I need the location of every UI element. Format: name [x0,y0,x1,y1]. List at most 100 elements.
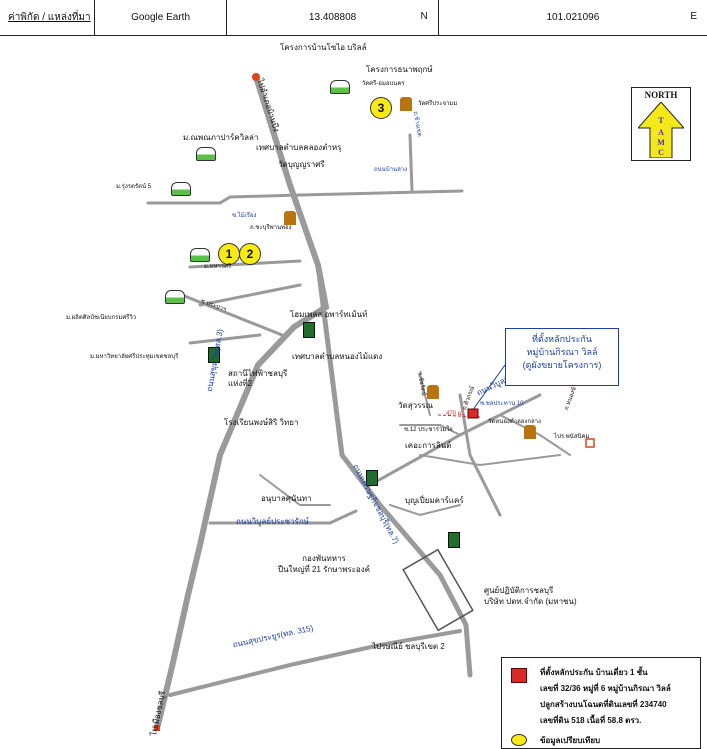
legend-line: เลขที่ดิน 518 เนื้อที่ 58.8 ตรว. [540,716,642,725]
place-label: ซ.12 ประชาร่วมใจ [404,427,453,433]
legend-line: ที่ตั้งหลักประกัน บ้านเดี่ยว 1 ชั้น [540,668,648,677]
tamc-letter: C [658,148,664,157]
place-label: สถานีไฟฟ้าชลบุรี แห่งที่2 [228,369,288,388]
road-left-4 [198,283,302,307]
building-icon [208,347,220,363]
legend-line: ปลูกสร้างบนโฉนดที่ดินเลขที่ 234740 [540,700,667,709]
legend-line: เลขที่ 32/36 หมู่ที่ 6 หมู่บ้านกิรณา วิล… [540,684,671,693]
place-label: โครงการบ้านโซไอ บริลล์ [280,43,367,52]
building-icon [448,532,460,548]
road-network [146,73,595,731]
place-label: ไปรษณีย์ ชลบุรีเขต 2 [372,642,445,651]
north-arrow-icon [638,102,684,158]
distance-label: 470 ม. [446,411,464,417]
place-label: วัดบุญญราศรี [278,160,325,169]
highway-7 [315,262,473,678]
latitude-cell: 13.408808 N [227,0,439,35]
longitude-unit: E [690,11,697,22]
place-label: ม.มหาวิทยาลัยศรีประทุมเขตชลบุรี [90,354,179,360]
place-label: บุญเปี่ยมคาร์แคร์ [405,496,464,505]
place-label: โครงการธนาพฤกษ์ [366,65,433,74]
road-mid-3 [368,393,542,487]
callout-line: หมู่บ้านกิรณา วิลล์ [526,347,598,357]
place-label: วัดหนองตำลองกลาง [488,419,541,425]
main-highway [155,74,330,728]
road-mid-8 [389,504,461,517]
callout-pointer [471,364,506,412]
road-left-3 [180,293,284,337]
legend-line: ข้อมูลเปรียบเทียบ [540,736,601,745]
temple-icon [284,211,296,225]
place-label: ม.ผลิตศิลป์ชเนียบกรมศรีวิว [66,315,137,321]
site-callout: ที่ตั้งหลักประกัน หมู่บ้านกิรณา วิลล์ (ด… [505,328,619,386]
building-icon [303,322,315,338]
place-label: เทศบาลตำบลหนองไม้แดง [292,352,383,361]
site-swatch-icon [511,668,527,683]
place-label: ซ.ชลประทาน 10 [480,401,524,407]
coord-label: ค่าพิกัด / แหล่งที่มา [0,0,95,35]
place-label: กองพันทหาร ปืนใหญ่ที่ 21 รักษาพระองค์ [278,554,370,574]
tamc-letter: M [657,138,665,147]
callout-line: ที่ตั้งหลักประกัน [531,334,593,344]
road-label: ถนนบ้านล่าง [374,167,408,173]
callout-line: (ดูผังขยายโครงการ) [522,360,602,370]
map-legend: ที่ตั้งหลักประกัน บ้านเดี่ยว 1 ชั้น เลขท… [501,657,701,749]
road-label: ซ.ไม้เรียง [232,213,257,219]
place-label: วัดสุวรรณ [398,401,434,410]
coordinates-header: ค่าพิกัด / แหล่งที่มา Google Earth 13.40… [0,0,707,36]
road-mid-1 [208,509,358,525]
place-label: โรงเรียนพงษ์สิริ วิทยา [224,418,299,427]
place-label: ไปร.พนัสนิคม [554,434,590,440]
road-mid-9 [499,414,571,456]
site-marker [467,408,479,419]
building-icon [366,470,378,486]
place-label: ม.ทหารศรี [204,264,232,270]
place-label: เทศบาลตำบลคลองตำหรุ [256,143,342,152]
road-left-5 [188,333,262,345]
road-label: ถนนวิบูลย์ประชารักษ์ [236,517,309,526]
place-label: ม.ณพณภาปาร์ควิลล่า [183,133,259,142]
road-mid-6 [458,393,502,517]
temple-icon [400,97,412,111]
house-icon [190,248,210,262]
place-label: วัดศรี-อมอบนคร [362,81,405,87]
compare-swatch-icon [511,734,527,746]
house-icon [196,147,216,161]
road-label: ถ.ชะบุรีพานทอง [250,225,292,231]
road-mid-7 [419,454,561,467]
house-icon [165,290,185,304]
road-top-right [228,189,464,199]
latitude-unit: N [420,11,428,22]
north-arrow: NORTH T A M C [631,87,691,161]
top-origin [252,73,260,81]
bottom-endpoint [154,725,160,731]
latitude-value: 13.408808 [308,12,357,23]
road-mid-5 [419,374,431,416]
place-label: โฮมเพลส อพาร์ทเม้นท์ [290,310,368,319]
road-mid-4 [399,424,461,436]
longitude-cell: 101.021096 E [439,0,707,35]
longitude-value: 101.021096 [546,12,600,23]
location-map: 1 2 3 โครงการบ้านโซไอ บริลล์ โครงการธนาพ… [0,35,707,749]
place-label: ม.รุ่งรตรัตน์ 5 [116,184,152,190]
junction-box [402,548,474,632]
road-left-1 [146,195,232,205]
place-label: เคอะการลินต์ [405,441,452,450]
place-label: ศูนย์ปฏิบัติการชลบุรี บริษัท ปตท.จำกัด (… [484,586,577,606]
place-label: อนุบาลศุนันทา [261,494,312,503]
road-mid-2 [259,474,331,506]
road-soi-top [408,133,414,193]
temple-icon [427,385,439,399]
tamc-letter: A [658,128,664,137]
tamc-letter: T [658,116,664,125]
north-label: NORTH [644,90,678,100]
right-endpoint [585,438,595,448]
comparison-marker: 3 [370,97,392,119]
house-icon [171,182,191,196]
coord-source: Google Earth [95,0,228,35]
temple-icon [524,425,536,439]
comparison-marker: 1 [218,243,240,265]
place-label: วัดศรีประจามม [418,101,458,107]
house-icon [330,80,350,94]
